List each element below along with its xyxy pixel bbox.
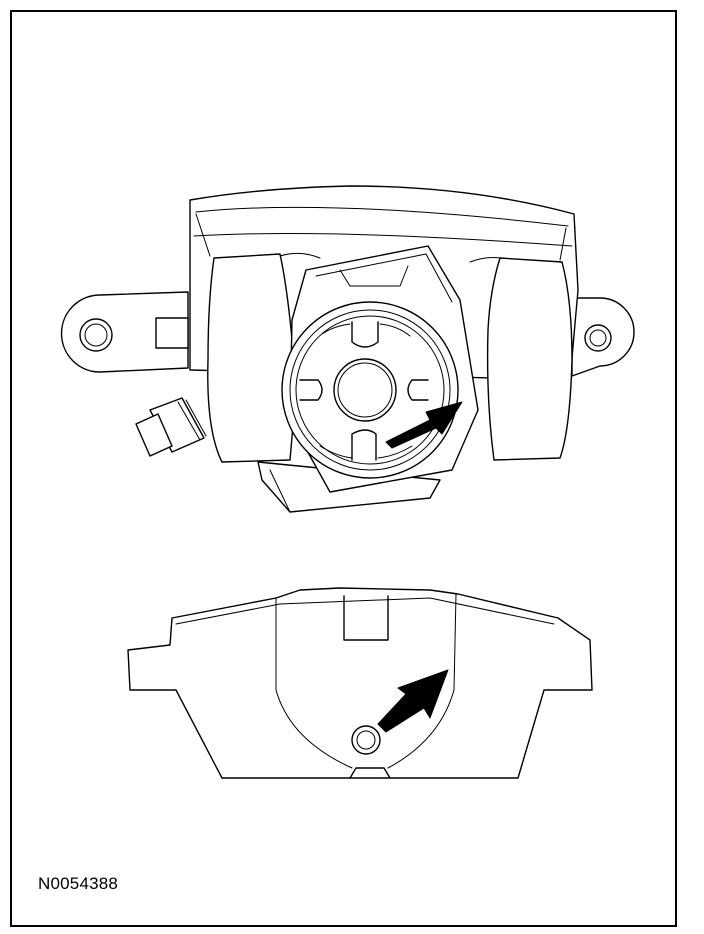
brake-pad: [127, 587, 593, 779]
caliper-left-mounting-ear: [60, 291, 189, 373]
caliper-bleeder-screw: [135, 397, 207, 457]
brake-pad-center-slot: [343, 595, 389, 641]
caliper-piston: [281, 301, 459, 479]
brake-caliper: [60, 185, 635, 513]
brake-pad-outline: [127, 587, 593, 779]
pad-pin-arrow: [377, 669, 449, 733]
piston-notch-arrow: [385, 401, 463, 449]
caliper-right-mounting-ear: [571, 297, 635, 377]
brake-pad-locating-pin: [351, 725, 381, 755]
figure-id-label: N0054388: [38, 874, 119, 893]
